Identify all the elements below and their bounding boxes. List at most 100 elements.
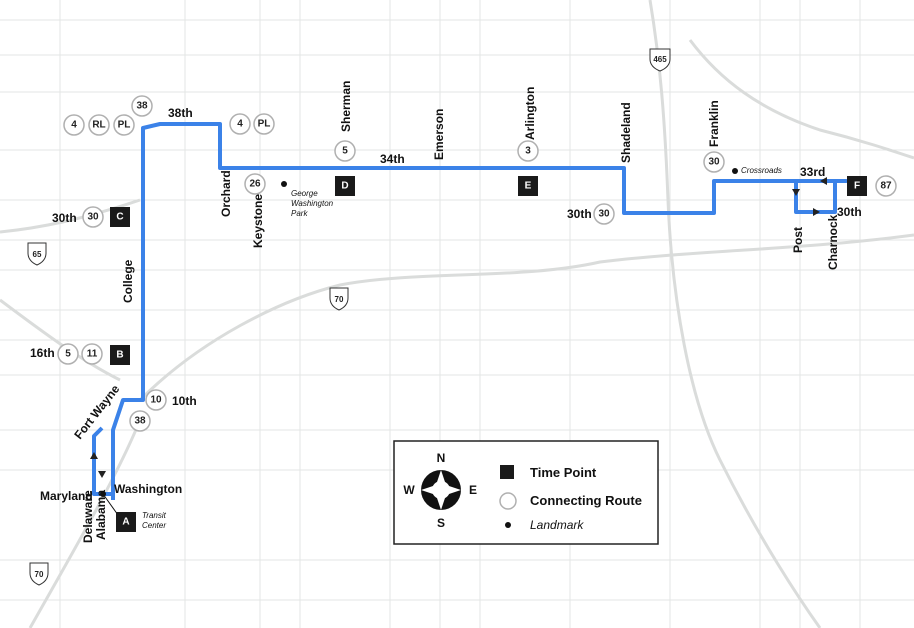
route-circle-pl-north[interactable]: PL	[113, 114, 135, 136]
svg-text:A: A	[122, 517, 129, 528]
legend-landmark-swatch	[505, 522, 511, 528]
svg-text:PL: PL	[258, 119, 271, 130]
street-post: Post	[791, 227, 805, 253]
legend: N S E W Time Point Connecting Route Land…	[393, 440, 659, 545]
time-points: A B C D E F	[110, 176, 867, 532]
svg-text:4: 4	[237, 119, 243, 130]
route-circle-10[interactable]: 10	[145, 389, 167, 411]
landmark-transit-line2: Center	[142, 521, 166, 530]
landmark-gw-park-line3: Park	[291, 209, 308, 218]
route-line	[111, 122, 848, 500]
svg-text:465: 465	[653, 55, 667, 64]
street-washington: Washington	[114, 482, 182, 496]
legend-connecting-route: Connecting Route	[530, 493, 642, 508]
svg-text:10: 10	[150, 395, 162, 406]
street-34th: 34th	[380, 152, 405, 166]
direction-arrows	[90, 177, 827, 478]
svg-text:65: 65	[33, 250, 42, 259]
svg-text:30: 30	[87, 212, 99, 223]
svg-text:26: 26	[249, 179, 261, 190]
compass-w: W	[403, 483, 415, 497]
street-16th: 16th	[30, 346, 55, 360]
interstate-65-shield: 65	[27, 242, 47, 266]
street-sherman: Sherman	[339, 81, 353, 132]
legend-landmark: Landmark	[530, 518, 584, 532]
street-college: College	[121, 259, 135, 303]
svg-text:F: F	[854, 181, 860, 192]
svg-text:D: D	[341, 181, 348, 192]
street-orchard: Orchard	[219, 170, 233, 217]
timepoint-d[interactable]: D	[335, 176, 355, 196]
interstate-465-shield: 465	[649, 48, 671, 72]
svg-text:38: 38	[134, 416, 146, 427]
landmark-transit-line1: Transit	[142, 511, 167, 520]
landmark-dot-gw-park	[281, 181, 287, 187]
compass-s: S	[437, 516, 445, 530]
street-38th: 38th	[168, 106, 193, 120]
svg-text:PL: PL	[118, 120, 131, 131]
timepoint-e[interactable]: E	[518, 176, 538, 196]
street-30th-east: 30th	[837, 205, 862, 219]
svg-text:70: 70	[335, 295, 344, 304]
route-circle-38-south[interactable]: 38	[129, 410, 151, 432]
route-circle-rl[interactable]: RL	[88, 114, 110, 136]
route-circle-4-orchard[interactable]: 4	[229, 113, 251, 135]
street-alabama: Alabama	[94, 490, 108, 540]
svg-text:B: B	[116, 350, 123, 361]
svg-text:87: 87	[880, 181, 892, 192]
interstate-shields: 465 65 70 70	[27, 48, 671, 586]
route-circle-4-north[interactable]: 4	[63, 114, 85, 136]
interstate-70-shield-southwest: 70	[29, 562, 49, 586]
svg-text:70: 70	[35, 570, 44, 579]
route-circle-87[interactable]: 87	[875, 175, 897, 197]
street-delaware: Delaware	[81, 490, 95, 543]
svg-text:4: 4	[71, 120, 77, 131]
route-circle-38-north[interactable]: 38	[131, 95, 153, 117]
timepoint-f[interactable]: F	[847, 176, 867, 196]
svg-text:5: 5	[342, 146, 348, 157]
svg-text:30: 30	[598, 209, 610, 220]
street-charnock: Charnock	[826, 214, 840, 270]
svg-text:5: 5	[65, 349, 71, 360]
route-circle-30-shadeland[interactable]: 30	[593, 203, 615, 225]
svg-text:38: 38	[136, 101, 148, 112]
route-circle-5-16th[interactable]: 5	[57, 343, 79, 365]
route-circle-3[interactable]: 3	[517, 140, 539, 162]
compass-n: N	[437, 451, 446, 465]
timepoint-b[interactable]: B	[110, 345, 130, 365]
street-30th-shadeland: 30th	[567, 207, 592, 221]
route-circle-pl-orchard[interactable]: PL	[253, 113, 275, 135]
interstate-70-shield-central: 70	[329, 287, 349, 311]
compass-icon: N S E W	[403, 451, 477, 530]
svg-text:E: E	[525, 181, 532, 192]
street-30th-west: 30th	[52, 211, 77, 225]
legend-time-point: Time Point	[530, 465, 597, 480]
landmarks: George Washington Park Crossroads Transi…	[100, 166, 782, 530]
street-33rd: 33rd	[800, 165, 825, 179]
route-circle-5-sherman[interactable]: 5	[334, 140, 356, 162]
compass-e: E	[469, 483, 477, 497]
landmark-gw-park-line2: Washington	[291, 199, 334, 208]
svg-text:11: 11	[87, 349, 98, 360]
route-circle-11[interactable]: 11	[81, 343, 103, 365]
svg-text:3: 3	[525, 146, 531, 157]
street-shadeland: Shadeland	[619, 102, 633, 163]
street-maryland: Maryland	[40, 489, 93, 503]
street-emerson: Emerson	[432, 109, 446, 160]
svg-text:C: C	[116, 212, 123, 223]
street-franklin: Franklin	[707, 100, 721, 147]
timepoint-c[interactable]: C	[110, 207, 130, 227]
landmark-crossroads: Crossroads	[741, 166, 782, 175]
timepoint-a[interactable]: A	[116, 512, 136, 532]
route-circle-30-west[interactable]: 30	[82, 206, 104, 228]
street-keystone: Keystone	[251, 194, 265, 248]
street-10th: 10th	[172, 394, 197, 408]
route-circle-26[interactable]: 26	[244, 173, 266, 195]
svg-text:30: 30	[708, 157, 720, 168]
landmark-dot-crossroads	[732, 168, 738, 174]
route-circle-30-franklin[interactable]: 30	[703, 151, 725, 173]
connecting-routes: 4 RL PL 38 4 PL 26 5 3 30 30 30 87 5 11 …	[57, 95, 897, 432]
